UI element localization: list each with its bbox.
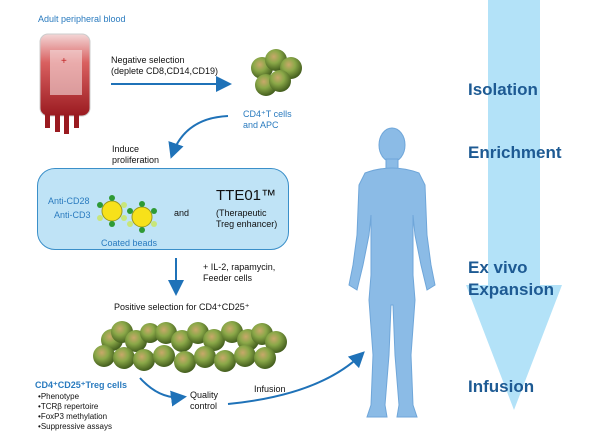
blood-bag-icon: + [39,33,91,134]
tte01-desc-line1: (Therapeutic [216,208,267,218]
additives-line1: + IL-2, rapamycin, [203,262,276,272]
qc-item: TCRβ repertoire [38,402,112,412]
tte01-label: TTE01™ [216,187,277,204]
additives-label: + IL-2, rapamycin, Feeder cells [203,262,275,284]
stage-infusion: Infusion [468,377,535,396]
pos-selection-label: Positive selection for CD4⁺CD25⁺ [114,302,250,312]
stage-expansion: Expansion [468,280,554,299]
anti-cd3-label: Anti-CD3 [54,210,91,220]
anti-cd28-label: Anti-CD28 [48,196,90,206]
qc-item: FoxP3 methylation [38,412,112,422]
cd4-cells-line1: CD4⁺T cells [243,109,292,119]
qc-arrow [139,377,187,407]
process-arrow-shape [466,0,562,410]
induce-line2: proliferation [112,155,160,165]
cd4-cells-line2: and APC [243,120,279,130]
induce-line1: Induce [112,144,140,154]
stage-enrichment: Enrichment [468,143,562,162]
cell-cluster-icon [251,49,302,96]
infusion-arrow [227,351,365,405]
qc-line1: Quality [190,390,219,400]
qc-line2: control [190,401,218,411]
treg-cells-label: CD4⁺CD25⁺Treg cells [35,380,128,390]
qc-item: Phenotype [38,392,112,402]
coated-bead-icon [97,195,157,233]
human-body-icon [348,127,436,418]
quality-control-label: Quality control [190,390,218,412]
stage-isolation: Isolation [468,80,538,99]
stage-ex-vivo: Ex vivo [468,258,528,277]
expansion-box [37,168,289,250]
source-label: Adult peripheral blood [38,14,126,24]
neg-selection-label: Negative selection (deplete CD8,CD14,CD1… [111,55,218,77]
and-label: and [174,208,190,218]
qc-list: Phenotype TCRβ repertoire FoxP3 methylat… [38,392,112,432]
coated-beads-label: Coated beads [101,238,158,248]
svg-text:+: + [61,56,67,67]
tte01-desc: (Therapeutic Treg enhancer) [216,208,277,230]
cell-cluster-icon [93,321,287,373]
infusion-step-label: Infusion [254,384,286,394]
tte01-desc-line2: Treg enhancer) [216,219,278,229]
neg-selection-line1: Negative selection [111,55,185,65]
induce-arrow [168,115,229,159]
neg-selection-line2: (deplete CD8,CD14,CD19) [111,66,219,76]
induce-label: Induce proliferation [112,144,159,166]
cd4-cells-label: CD4⁺T cells and APC [243,109,292,131]
additives-line2: Feeder cells [203,273,253,283]
qc-item: Suppressive assays [38,422,112,432]
